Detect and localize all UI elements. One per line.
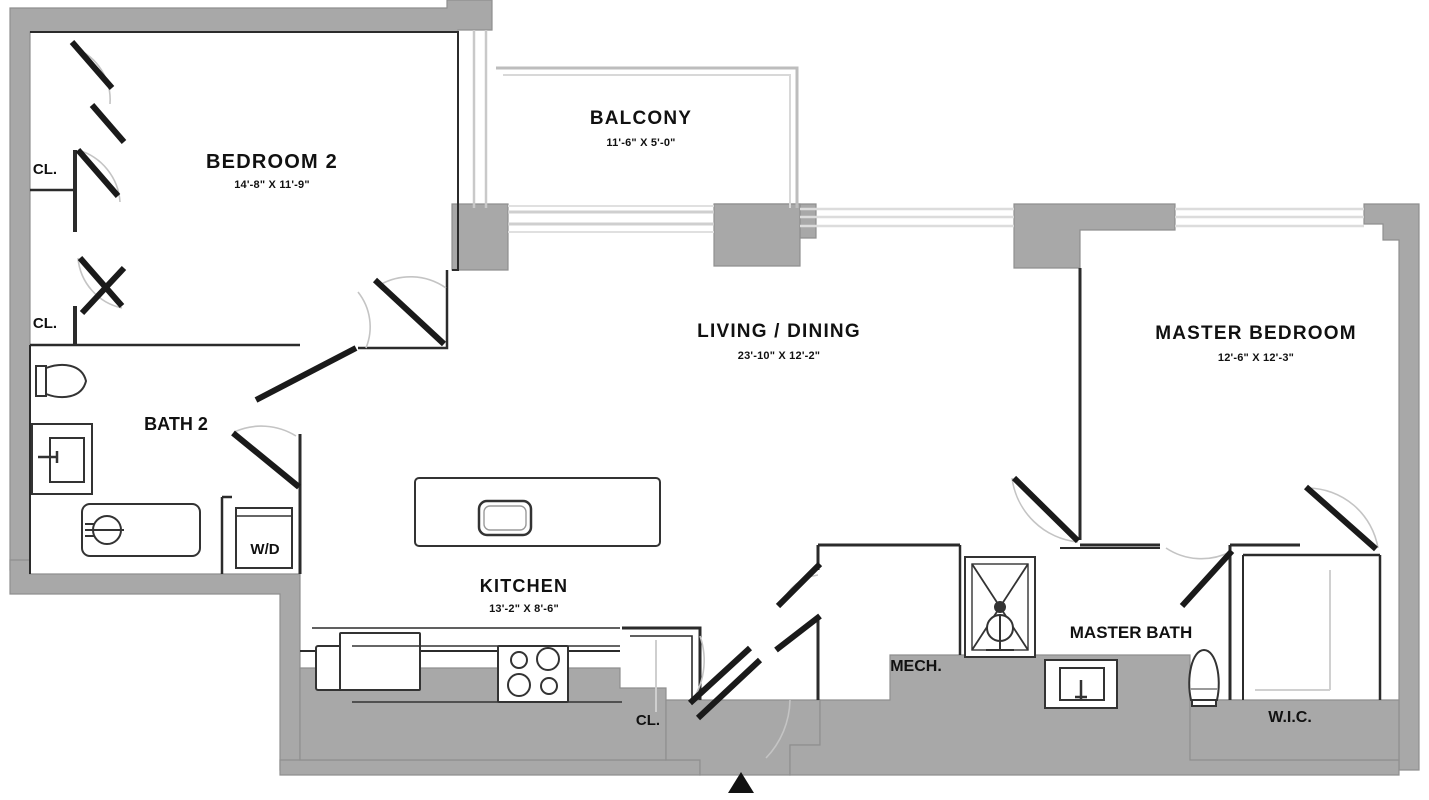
room-dim-balcony: 11'-6" X 5'-0" — [606, 137, 675, 149]
toilet-bowl-bath2 — [45, 363, 88, 399]
toilet-master — [1188, 648, 1220, 701]
master-bath-fixtures — [964, 556, 1220, 709]
arc-mbath-door — [1165, 547, 1231, 560]
shower-drain-stem — [986, 614, 1014, 651]
arc-hall-door — [377, 276, 447, 289]
arc-entry-door — [765, 699, 791, 759]
room-name-master-bedroom: MASTER BEDROOM — [1155, 323, 1357, 344]
shower-center-node — [994, 601, 1006, 613]
faucet-bath2 — [38, 451, 59, 463]
door-leaf-closet-a2 — [89, 103, 127, 144]
interior-outlines — [29, 30, 1382, 712]
door-leaf-closet-d — [79, 265, 127, 316]
label-closet-bedroom2-lower: CL. — [33, 315, 57, 332]
doors — [69, 40, 1379, 759]
outline-wic-shelf — [1255, 570, 1331, 691]
arc-bath2-door — [233, 425, 297, 437]
door-leaf-closet-a1 — [69, 40, 115, 90]
door-leaf-entry — [695, 657, 763, 721]
upper-cabinets — [339, 632, 421, 691]
arc-wic-door — [1307, 487, 1379, 549]
outline-balcony — [496, 66, 799, 208]
burner-4 — [540, 677, 558, 695]
room-dim-living-dining: 23'-10" X 12'-2" — [738, 350, 820, 362]
bath2-fixtures — [31, 363, 293, 569]
kitchen-island — [414, 477, 661, 547]
room-name-bedroom2: BEDROOM 2 — [206, 151, 338, 173]
label-closet-entry: CL. — [636, 712, 660, 729]
door-leaf-hall — [372, 277, 447, 347]
door-leaf-bedroom2 — [254, 345, 358, 403]
room-label-kitchen: KITCHEN 13'-2" X 8'-6" — [480, 576, 568, 615]
room-dim-bedroom2: 14'-8" X 11'-9" — [234, 179, 310, 191]
room-name-living-dining: LIVING / DINING — [697, 321, 861, 342]
door-leaf-mbath — [1179, 548, 1235, 609]
burner-3 — [507, 673, 531, 697]
room-name-kitchen: KITCHEN — [480, 576, 568, 596]
wall-masterbath-south — [1189, 699, 1400, 761]
wall-exterior-bottom-left — [279, 759, 701, 776]
outline-balcony-left-rail — [472, 30, 488, 208]
slider-door-balcony — [508, 210, 714, 226]
door-leaf-wic — [1304, 484, 1378, 552]
burner-2 — [536, 647, 560, 671]
label-bath2: BATH 2 — [144, 414, 208, 434]
door-leaf-mech-b — [774, 613, 822, 653]
room-labels: BEDROOM 2 14'-8" X 11'-9" BALCONY 11'-6"… — [206, 108, 1357, 615]
room-label-master-bedroom: MASTER BEDROOM 12'-6" X 12'-3" — [1155, 323, 1357, 364]
door-leaf-closet-b — [75, 148, 121, 198]
door-leaf-mech-a — [775, 561, 823, 609]
toilet-bath2 — [35, 365, 47, 397]
window-living-master — [800, 207, 1014, 228]
outline-bedroom2 — [30, 31, 459, 204]
room-dim-kitchen: 13'-2" X 8'-6" — [489, 603, 559, 615]
sink-bath2 — [49, 437, 85, 483]
outline-balcony-inner — [503, 74, 791, 208]
window-master — [1175, 207, 1364, 228]
door-leaf-entry-cl — [687, 645, 753, 706]
slider-door-rail — [508, 205, 714, 233]
room-label-living-dining: LIVING / DINING 23'-10" X 12'-2" — [697, 321, 861, 362]
arc-master-door — [1011, 477, 1079, 543]
washer-dryer-unit — [235, 507, 293, 569]
wall-pier-balcony-left — [451, 203, 509, 271]
outline-entry-closet — [622, 626, 702, 700]
wall-pier-master-left — [1013, 203, 1176, 269]
room-dim-master-bedroom: 12'-6" X 12'-3" — [1218, 352, 1294, 364]
label-closet-bedroom2-upper: CL. — [33, 161, 57, 178]
kitchen-fixtures — [315, 477, 661, 703]
room-name-balcony: BALCONY — [590, 108, 692, 129]
label-mechanical: MECH. — [890, 658, 942, 675]
door-leaves — [69, 40, 1378, 721]
outline-bedroom2-east — [452, 204, 459, 271]
room-label-balcony: BALCONY 11'-6" X 5'-0" — [590, 108, 692, 149]
kitchen-island-sink-inner — [483, 505, 527, 531]
label-washer-dryer: W/D — [250, 541, 279, 558]
arc-bedroom2-door — [357, 291, 371, 349]
label-walk-in-closet: W.I.C. — [1268, 709, 1312, 726]
door-leaf-closet-c — [77, 256, 125, 308]
tub-faucet — [85, 523, 124, 537]
wall-exterior-right — [1363, 203, 1420, 771]
room-label-bedroom2: BEDROOM 2 14'-8" X 11'-9" — [206, 151, 338, 191]
master-faucet — [1075, 680, 1087, 700]
wall-pier-living-center-2 — [713, 203, 801, 267]
label-master-bath: MASTER BATH — [1070, 623, 1192, 642]
door-leaf-master — [1011, 475, 1081, 544]
entry-direction-triangle — [728, 772, 754, 793]
small-labels: CL. CL. BATH 2 W/D CL. MECH. MASTER BATH… — [33, 161, 1312, 729]
arc-bedroom2-closet-c — [77, 257, 123, 309]
outline-wic — [1243, 553, 1382, 700]
outline-hall-b2 — [358, 270, 449, 350]
door-leaf-bath2 — [231, 430, 301, 490]
outline-entry-closet-inner — [630, 635, 693, 700]
wall-exterior-left-lower — [9, 559, 301, 771]
burner-1 — [510, 651, 528, 669]
